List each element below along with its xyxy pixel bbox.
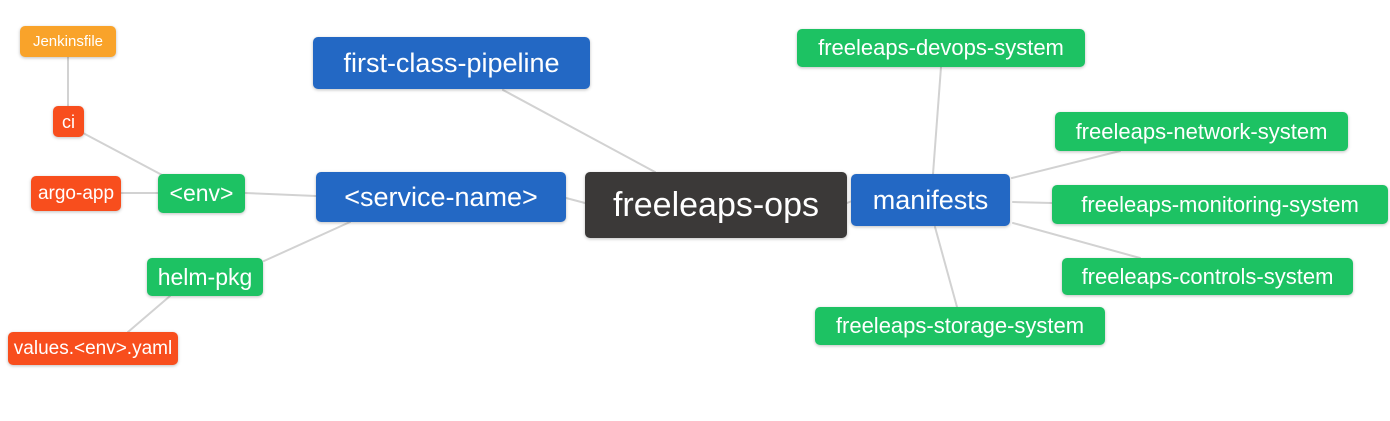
mindmap-node-devops-system[interactable]: freeleaps-devops-system [797,29,1085,67]
mindmap-node-freeleaps-ops[interactable]: freeleaps-ops [585,172,847,238]
mindmap-node-network-system[interactable]: freeleaps-network-system [1055,112,1348,151]
mindmap-node-manifests[interactable]: manifests [851,174,1010,226]
edge-values-env-yaml-helm-pkg [127,295,171,333]
mindmap-node-label: freeleaps-devops-system [818,35,1064,60]
mindmap-node-jenkinsfile[interactable]: Jenkinsfile [20,26,116,57]
edge-first-class-pipeline-freeleaps-ops [502,89,656,173]
mindmap-node-label: helm-pkg [157,263,253,290]
mindmap-node-label: first-class-pipeline [343,47,560,78]
edge-manifests-controls-system [1012,222,1141,259]
mindmap-node-label: freeleaps-monitoring-system [1081,191,1359,217]
edge-manifests-monitoring-system [1012,201,1053,204]
mindmap-node-service-name[interactable]: <service-name> [316,172,566,222]
mindmap-node-argo-app[interactable]: argo-app [31,176,121,211]
mindmap-node-label: ci [62,111,75,132]
mindmap-node-label: values.<env>.yaml [13,338,173,359]
mindmap-node-monitoring-system[interactable]: freeleaps-monitoring-system [1052,185,1388,224]
mindmap-node-ci[interactable]: ci [53,106,84,137]
mindmap-node-storage-system[interactable]: freeleaps-storage-system [815,307,1105,345]
mindmap-node-label: Jenkinsfile [32,33,104,50]
mindmap-node-label: freeleaps-controls-system [1081,263,1334,289]
edge-manifests-storage-system [934,226,958,308]
edge-ci-env [82,132,163,176]
mindmap-node-label: freeleaps-ops [612,186,819,224]
edge-env-service-name [244,192,317,197]
edge-helm-pkg-service-name [263,221,351,262]
edge-manifests-network-system [1011,150,1121,179]
mindmap-node-env[interactable]: <env> [158,174,245,213]
mindmap-node-first-class-pipeline[interactable]: first-class-pipeline [313,37,590,89]
mindmap-node-controls-system[interactable]: freeleaps-controls-system [1062,258,1353,295]
edge-devops-system-manifests [932,66,942,175]
mindmap-node-values-env-yaml[interactable]: values.<env>.yaml [8,332,178,365]
mindmap-node-label: <env> [169,180,234,206]
mindmap-node-helm-pkg[interactable]: helm-pkg [147,258,263,296]
mindmap-node-label: <service-name> [344,181,538,212]
mindmap-node-label: manifests [872,184,989,215]
mindmap-node-label: freeleaps-network-system [1075,118,1328,144]
edge-service-name-freeleaps-ops [565,197,586,204]
mindmap-node-label: argo-app [37,183,115,204]
mindmap-node-label: freeleaps-storage-system [835,313,1085,338]
